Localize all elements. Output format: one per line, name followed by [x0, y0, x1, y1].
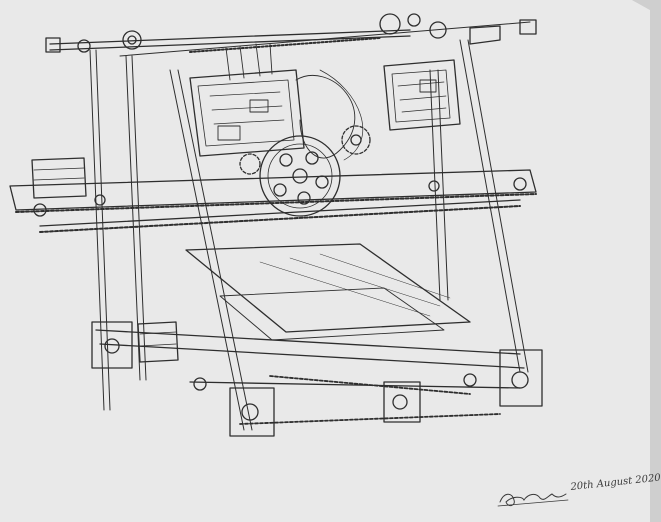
paper-corner-shadow: [632, 0, 650, 10]
signature-scribble: [497, 493, 569, 507]
top-frame-rods: [45, 13, 537, 57]
vertical-threaded-rods: [89, 39, 529, 431]
stepper-motor-left: [31, 157, 87, 199]
electronics-board-right: [383, 59, 461, 131]
signature-block: signature 20th August 2020: [496, 473, 661, 512]
lower-frame: [91, 321, 543, 437]
print-bed: [185, 243, 471, 341]
x-axis-frame: [9, 169, 537, 233]
electronics-board-left: [189, 43, 305, 157]
signature: signature: [496, 478, 501, 479]
wiring-loop: [295, 69, 364, 161]
